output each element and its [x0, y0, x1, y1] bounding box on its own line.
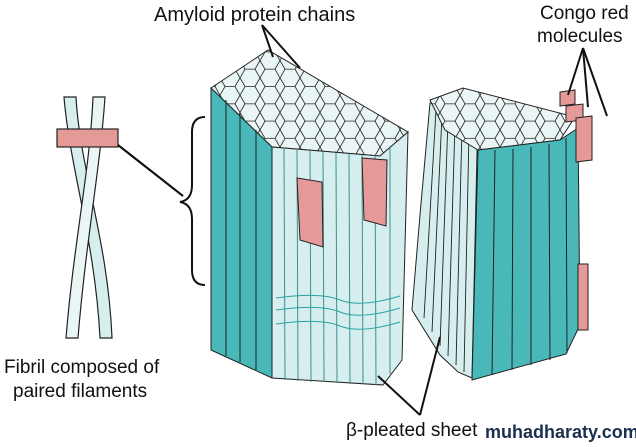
watermark: muhadharaty.com [485, 422, 636, 442]
block-front-face [271, 130, 409, 386]
fibril-label-line2: paired filaments [13, 381, 148, 402]
fibril-connector-lines [117, 144, 184, 197]
amyloid-chains-label: Amyloid protein chains [154, 4, 356, 26]
fibril-paired-filaments [56, 96, 119, 339]
congo-red-molecule-r4 [577, 263, 589, 331]
congo-red-label-line1: Congo red [540, 3, 629, 24]
right-block-pleats [411, 102, 479, 379]
congo-red-band-fibril [56, 128, 119, 148]
beta-sheet-block-front [210, 49, 409, 386]
beta-sheet-label: β-pleated sheet [346, 420, 478, 441]
fibril-label-line1: Fibril composed of [4, 357, 160, 378]
congo-red-molecule-block-1 [296, 177, 324, 248]
right-block-teal-face [471, 127, 581, 381]
congo-red-label-line2: molecules [537, 26, 623, 47]
congo-red-molecule-r1 [559, 89, 576, 107]
congo-red-molecule-block-2 [361, 157, 388, 227]
congo-red-molecule-r3 [575, 115, 593, 163]
beta-sheet-block-right [411, 87, 593, 381]
filament-2 [65, 96, 106, 339]
pointer-lines [261, 24, 608, 416]
curly-brace [179, 116, 206, 286]
